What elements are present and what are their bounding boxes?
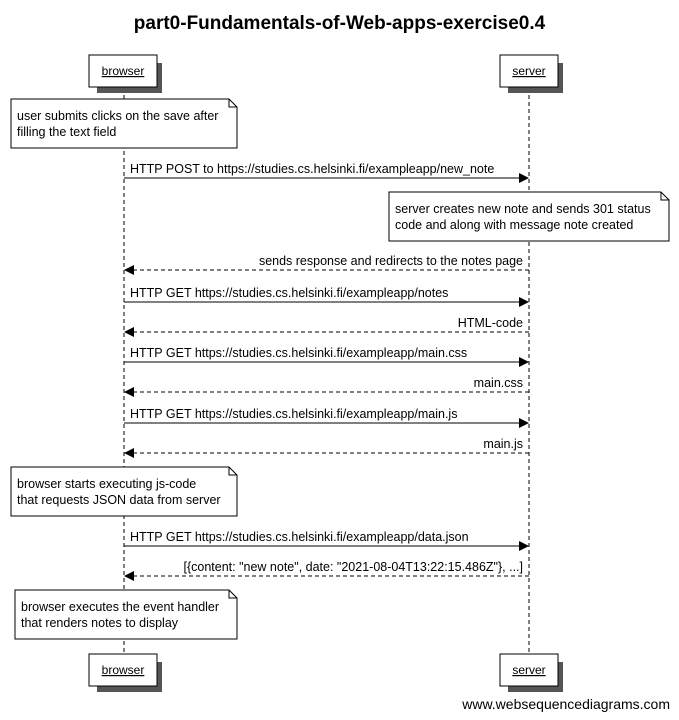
note: server creates new note and sends 301 st… — [388, 191, 670, 242]
note: user submits clicks on the save after fil… — [10, 98, 238, 149]
note-text: code and along with message note created — [395, 218, 633, 232]
participant-label-server: server — [512, 64, 545, 78]
note-text: server creates new note and sends 301 st… — [395, 202, 651, 216]
participant-server-bottom: server — [499, 653, 563, 692]
message-label: sends response and redirects to the note… — [259, 254, 523, 268]
steps-layer: user submits clicks on the save after fil… — [10, 98, 670, 640]
message: HTTP GET https://studies.cs.helsinki.fi/… — [124, 407, 529, 428]
message-label: [{content: "new note", date: "2021-08-04… — [183, 560, 523, 574]
note-text: filling the text field — [17, 125, 116, 139]
participant-label-browser-bottom: browser — [102, 663, 145, 677]
message-label: HTTP GET https://studies.cs.helsinki.fi/… — [130, 346, 467, 360]
message: [{content: "new note", date: "2021-08-04… — [124, 560, 529, 581]
participant-server-top: server — [499, 54, 563, 93]
message-label: HTTP POST to https://studies.cs.helsinki… — [130, 162, 494, 176]
participant-browser-bottom: browser — [88, 653, 162, 692]
note-text: that requests JSON data from server — [17, 493, 221, 507]
participant-browser-top: browser — [88, 54, 162, 93]
message: HTTP GET https://studies.cs.helsinki.fi/… — [124, 346, 529, 367]
note-text: browser executes the event handler — [21, 600, 219, 614]
message-label: HTTP GET https://studies.cs.helsinki.fi/… — [130, 407, 457, 421]
note-text: user submits clicks on the save after — [17, 109, 218, 123]
footer-credit: www.websequencediagrams.com — [461, 696, 670, 712]
message: main.css — [124, 376, 529, 397]
participant-label-server-bottom: server — [512, 663, 545, 677]
diagram-title: part0-Fundamentals-of-Web-apps-exercise0… — [134, 13, 546, 34]
message: HTTP POST to https://studies.cs.helsinki… — [124, 162, 529, 183]
note-text: that renders notes to display — [21, 616, 179, 630]
note-text: browser starts executing js-code — [17, 477, 196, 491]
message-label: HTTP GET https://studies.cs.helsinki.fi/… — [130, 286, 448, 300]
message-label: main.js — [483, 437, 523, 451]
message: HTML-code — [124, 316, 529, 337]
note: browser starts executing js-code that req… — [10, 466, 238, 517]
note: browser executes the event handler that r… — [14, 589, 238, 640]
message: main.js — [124, 437, 529, 458]
message-label: HTML-code — [458, 316, 523, 330]
message: HTTP GET https://studies.cs.helsinki.fi/… — [124, 530, 529, 551]
message: sends response and redirects to the note… — [124, 254, 529, 275]
message: HTTP GET https://studies.cs.helsinki.fi/… — [124, 286, 529, 307]
participant-label-browser: browser — [102, 64, 145, 78]
message-label: main.css — [474, 376, 523, 390]
message-label: HTTP GET https://studies.cs.helsinki.fi/… — [130, 530, 469, 544]
